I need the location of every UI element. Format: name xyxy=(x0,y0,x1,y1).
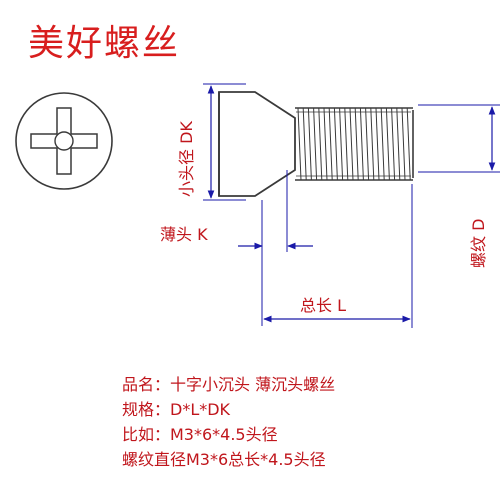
thread-line xyxy=(359,107,364,181)
thread-line xyxy=(349,107,354,181)
dim-head-diameter xyxy=(203,83,246,201)
dim-head-thickness xyxy=(238,170,313,326)
spec-line-explanation: 螺纹直径M3*6总长*4.5头径 xyxy=(122,450,326,469)
thread-line xyxy=(297,107,302,181)
thread-line xyxy=(365,107,370,181)
spec-line-format: 规格：D*L*DK xyxy=(122,400,231,419)
thread-line xyxy=(401,107,406,181)
thread-line xyxy=(333,107,338,181)
head-top-view xyxy=(15,92,113,190)
label-total-length: 总长 L xyxy=(300,296,346,315)
screw-side-view xyxy=(218,91,414,197)
label-thread-diameter: 螺纹 D xyxy=(469,219,488,268)
thread-line xyxy=(406,107,411,181)
dim-thread-diameter xyxy=(418,104,500,173)
thread-line xyxy=(380,107,385,181)
spec-block: 品名：十字小沉头 薄沉头螺丝 规格：D*L*DK 比如：M3*6*4.5头径 螺… xyxy=(122,372,335,472)
thread-line xyxy=(307,107,312,181)
thread-line xyxy=(385,107,390,181)
thread-line xyxy=(370,107,375,181)
spec-line-example: 比如：M3*6*4.5头径 xyxy=(122,425,278,444)
thread-line xyxy=(375,107,380,181)
label-head-diameter: 小头径 DK xyxy=(177,121,196,197)
thread-line xyxy=(323,107,328,181)
dim-total-length xyxy=(263,184,413,328)
thread-line xyxy=(318,107,323,181)
thread-line xyxy=(391,107,396,181)
thread-line xyxy=(354,107,359,181)
thread-line xyxy=(328,107,333,181)
brand-title: 美好螺丝 xyxy=(28,23,181,64)
thread-line xyxy=(396,107,401,181)
thread-line xyxy=(313,107,318,181)
thread-line xyxy=(302,107,307,181)
label-head-thickness: 薄头 K xyxy=(160,225,208,244)
spec-line-product-name: 品名：十字小沉头 薄沉头螺丝 xyxy=(122,375,336,394)
thread-line xyxy=(344,107,349,181)
thread-line xyxy=(339,107,344,181)
